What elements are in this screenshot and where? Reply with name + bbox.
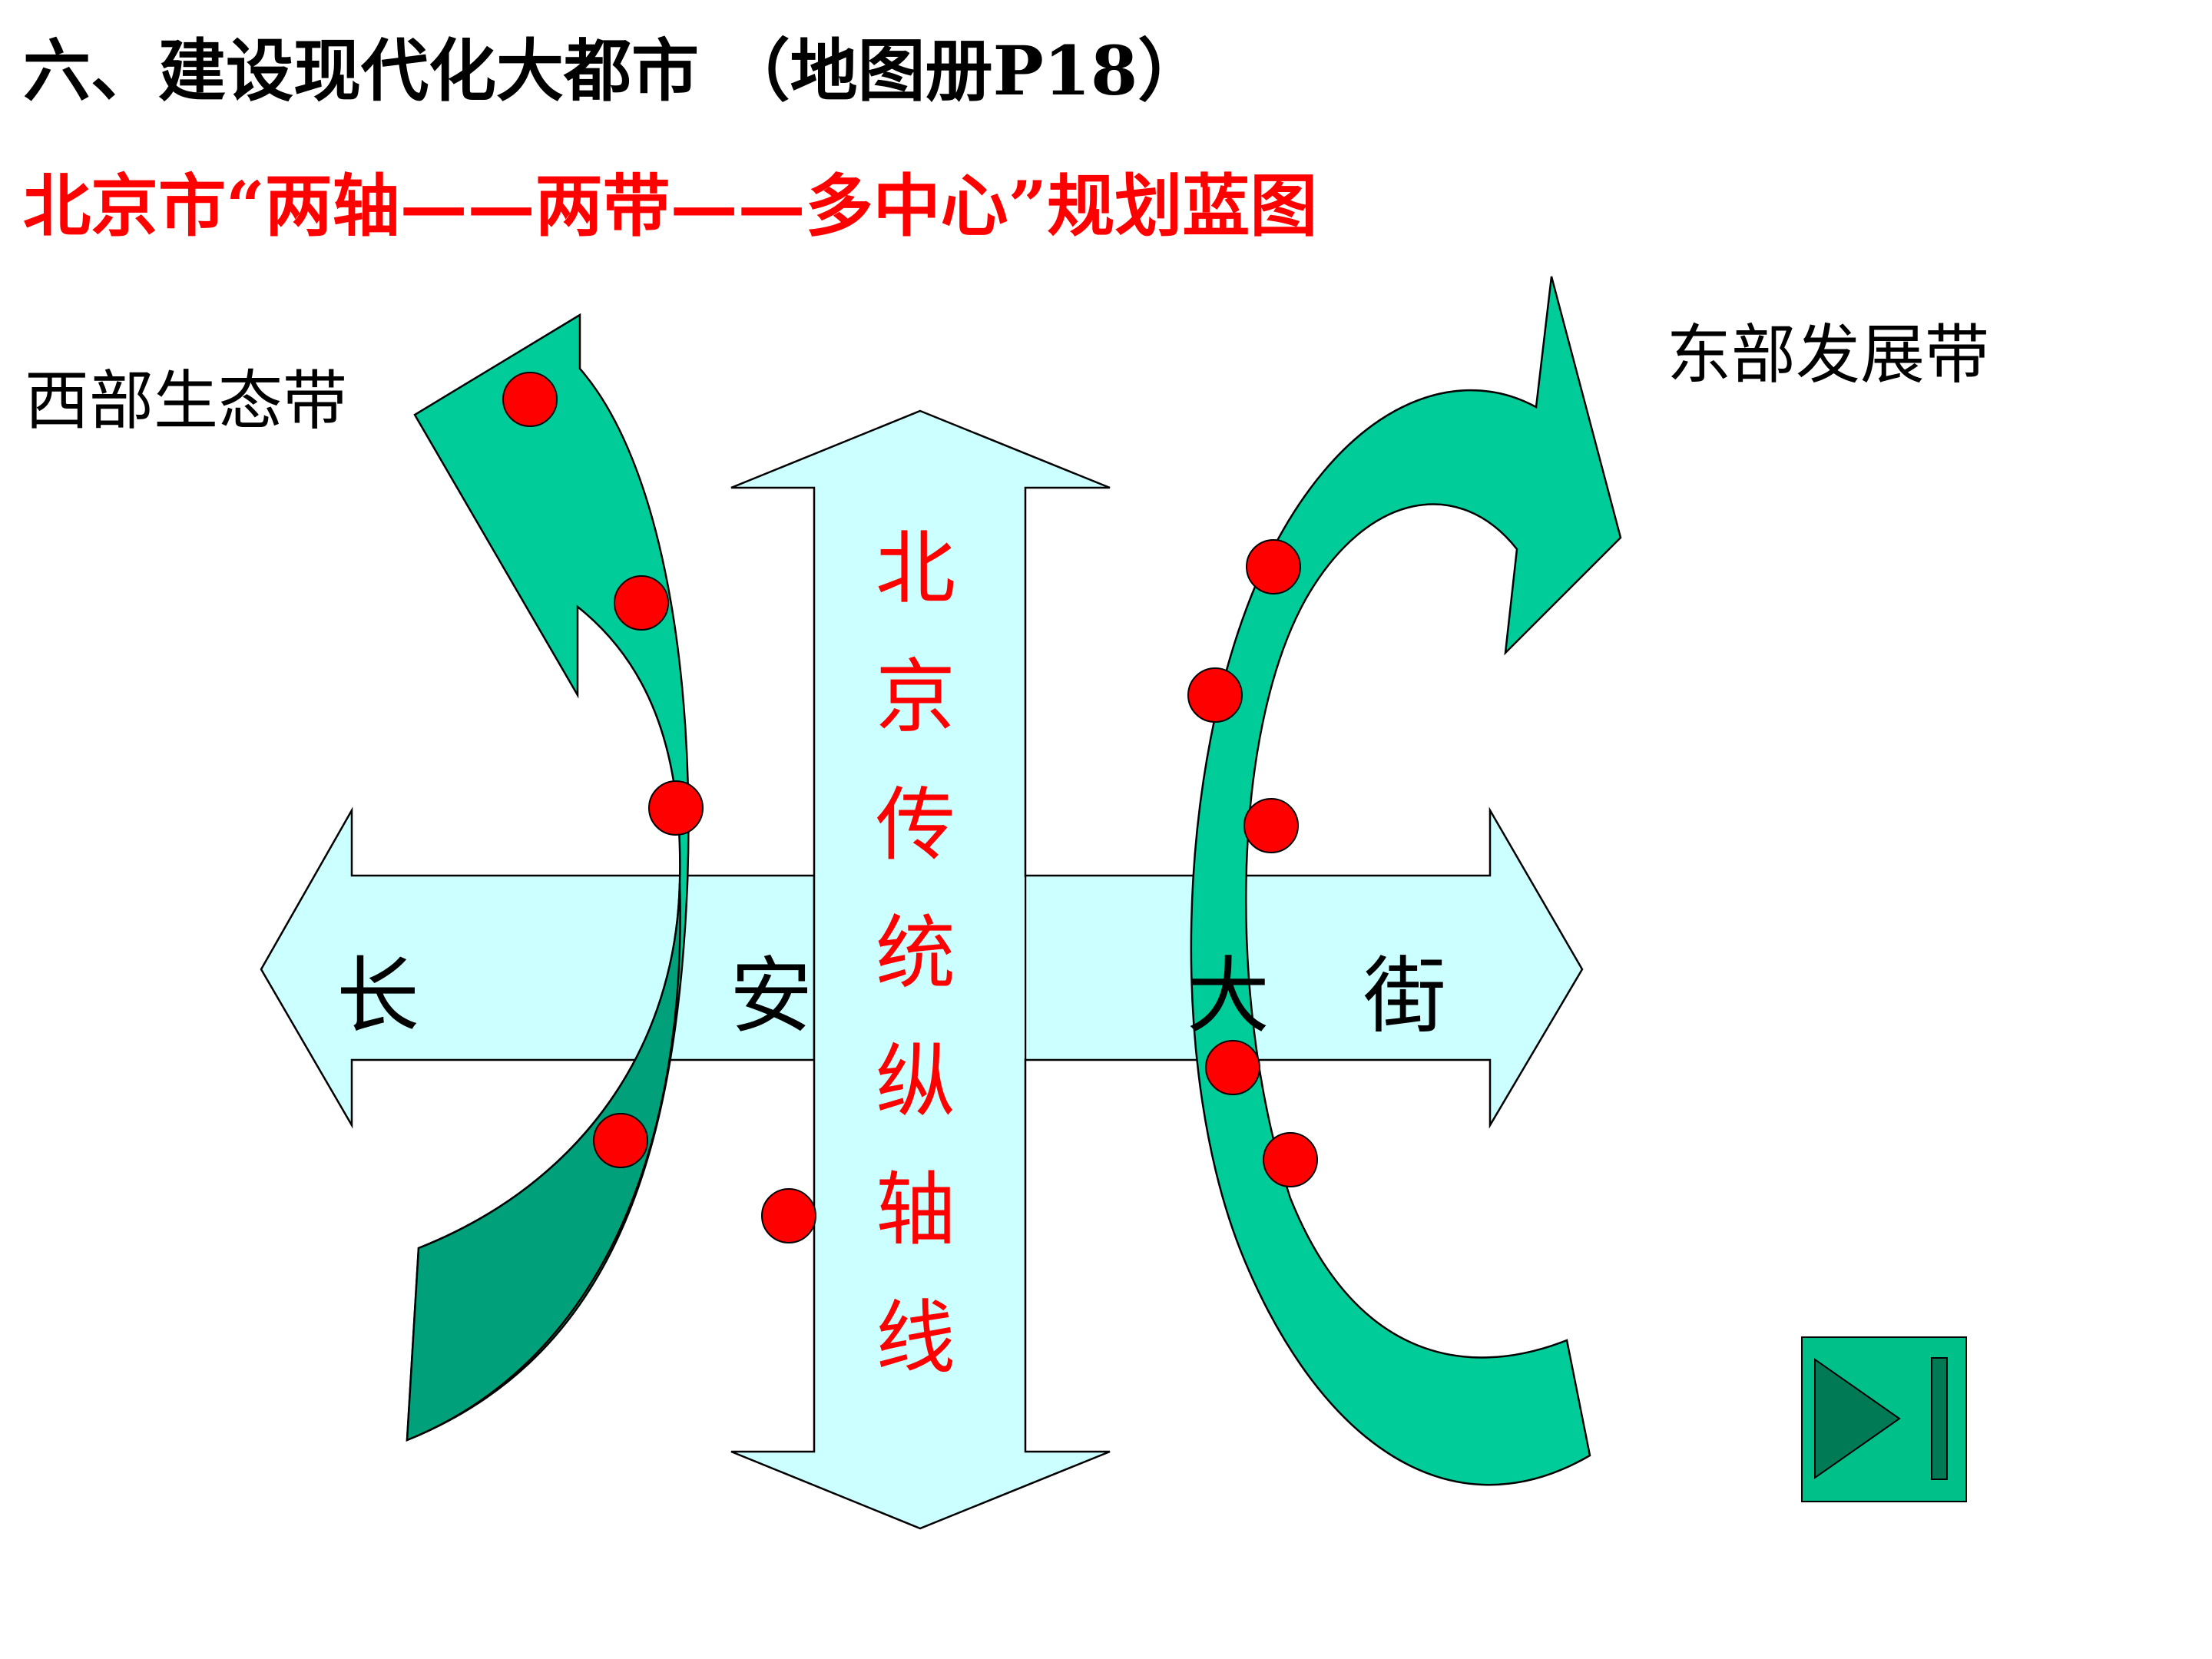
- center-dot: [1263, 1132, 1318, 1187]
- center-dot: [614, 575, 669, 631]
- center-dot: [593, 1113, 648, 1168]
- changan-char-4: 街: [1363, 949, 1447, 1045]
- axis-char-1: 北: [876, 522, 956, 615]
- center-dot: [1246, 539, 1301, 594]
- center-dot: [502, 372, 558, 427]
- axis-char-5: 纵: [876, 1035, 956, 1128]
- center-dot: [761, 1188, 816, 1243]
- center-dot: [1187, 667, 1243, 723]
- changan-char-2: 安: [730, 949, 813, 1045]
- axis-char-7: 线: [876, 1291, 956, 1385]
- changan-avenue-axis-right: [1020, 806, 1584, 1129]
- changan-char-1: 长: [336, 949, 420, 1045]
- centers-group: [502, 372, 1318, 1243]
- page-title: 六、建设现代化大都市 （地图册P18）: [23, 31, 1206, 111]
- play-next-icon: [1801, 1336, 1967, 1502]
- center-dot: [1243, 798, 1299, 853]
- center-dot: [1205, 1040, 1260, 1095]
- axis-char-6: 轴: [876, 1163, 956, 1257]
- east-development-belt-label: 东部发展带: [1667, 317, 1990, 392]
- next-slide-button[interactable]: [1801, 1336, 1967, 1502]
- axis-char-2: 京: [876, 650, 956, 743]
- changan-char-3: 大: [1187, 949, 1270, 1045]
- west-ecological-belt-label: 西部生态带: [25, 363, 348, 439]
- center-dot: [648, 780, 704, 836]
- west-belt-shadow: [406, 882, 681, 1442]
- diagram-subtitle: 北京市“两轴——两带——多中心”规划蓝图: [23, 166, 1318, 246]
- axis-char-4: 统: [876, 906, 956, 1000]
- axis-crossing: [816, 877, 1025, 1058]
- axis-char-3: 传: [876, 778, 956, 872]
